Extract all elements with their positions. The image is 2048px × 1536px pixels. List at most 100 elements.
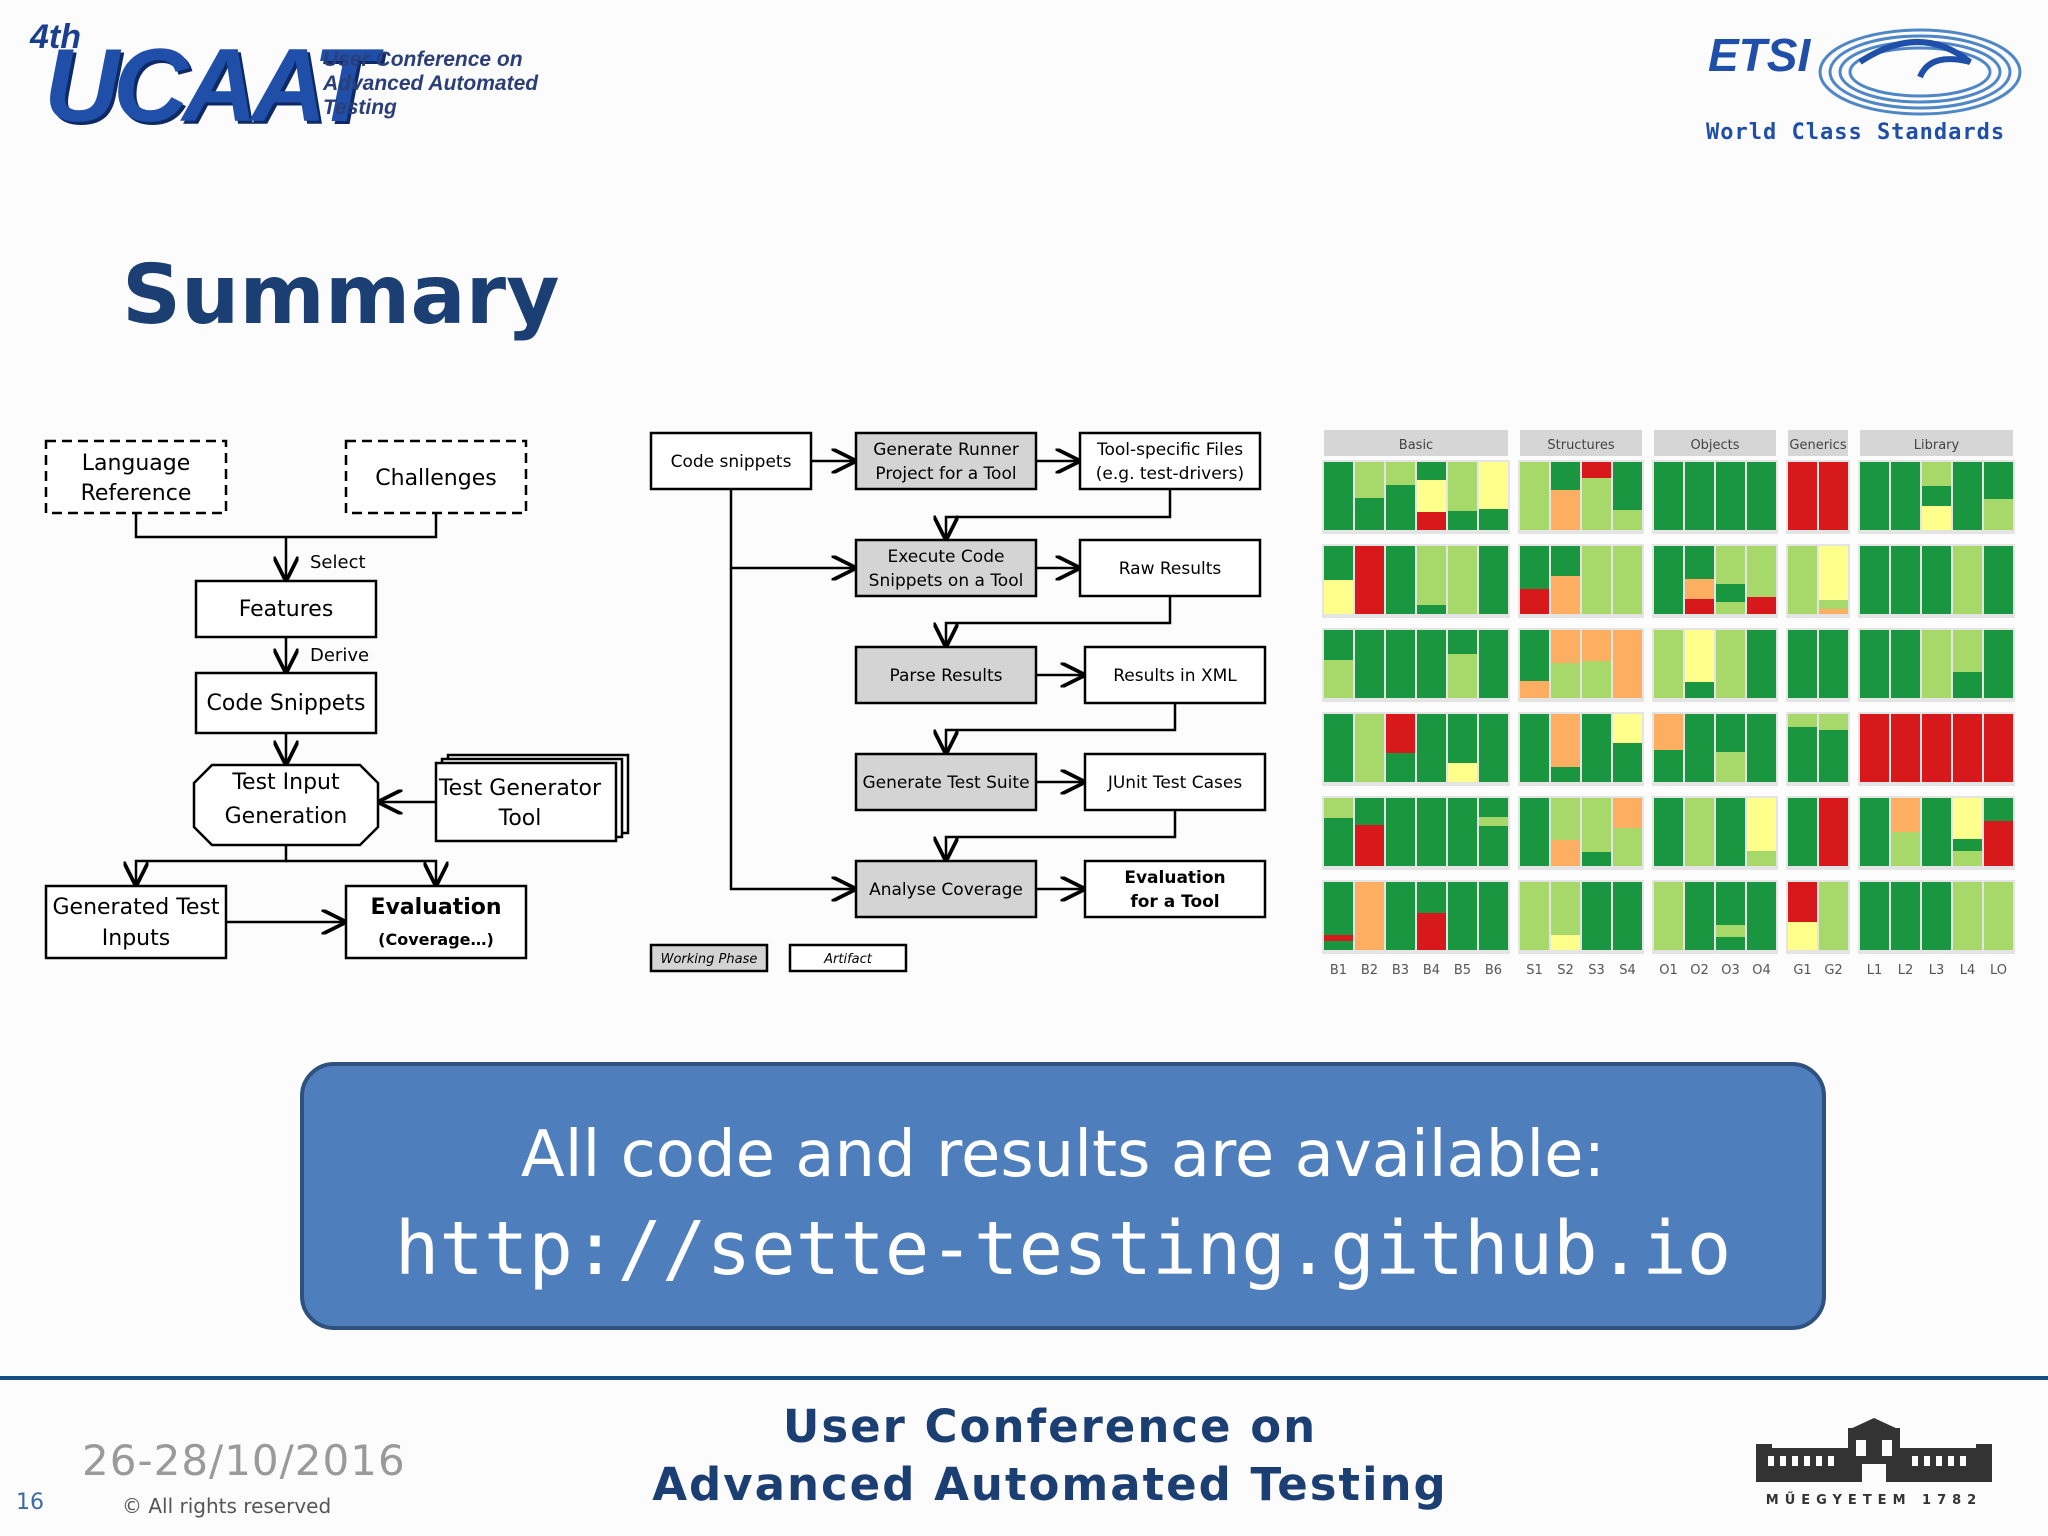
heatmap-cell bbox=[1747, 897, 1776, 950]
heatmap-cell bbox=[1819, 882, 1848, 901]
heatmap-cell bbox=[1551, 798, 1580, 840]
parse-results-phase bbox=[854, 645, 1038, 705]
heatmap-cell bbox=[1355, 462, 1384, 498]
test-input-generation-label-2: Generation bbox=[225, 804, 348, 829]
heatmap-cell bbox=[1355, 714, 1384, 782]
heatmap-cell bbox=[1788, 714, 1817, 727]
heatmap-cell bbox=[1520, 681, 1549, 698]
heatmap-cell bbox=[1448, 462, 1477, 511]
generate-runner-label-2: Project for a Tool bbox=[875, 464, 1016, 484]
heatmap-cell bbox=[1891, 832, 1920, 866]
heatmap-group-header bbox=[1520, 430, 1642, 456]
results-in-xml-label: Results in XML bbox=[1113, 666, 1237, 686]
heatmap-group-header bbox=[1788, 430, 1848, 456]
heatmap-cell bbox=[1922, 462, 1951, 486]
heatmap-row-bg bbox=[1322, 796, 1510, 870]
heatmap-cell bbox=[1716, 546, 1745, 584]
heatmap-cell bbox=[1582, 926, 1611, 950]
heatmap-row-bg bbox=[1322, 628, 1510, 702]
heatmap-cell bbox=[1860, 630, 1889, 698]
heatmap-cell bbox=[1448, 882, 1477, 950]
heatmap-column-label: S1 bbox=[1526, 963, 1543, 978]
heatmap-group-label: Basic bbox=[1399, 438, 1433, 453]
footer-conference-line2: Advanced Automated Testing bbox=[652, 1458, 1448, 1511]
university-building-logo: MŰEGYETEM 1782 bbox=[1756, 1418, 1992, 1508]
heatmap-group-label: Structures bbox=[1547, 438, 1614, 453]
heatmap-cell bbox=[1448, 666, 1477, 698]
heatmap-cell bbox=[1520, 462, 1549, 530]
heatmap-cell bbox=[1324, 818, 1353, 841]
heatmap-cell bbox=[1654, 630, 1683, 698]
heatmap-cell bbox=[1613, 510, 1642, 530]
heatmap-cell bbox=[1386, 882, 1415, 950]
heatmap-cell bbox=[1685, 476, 1714, 495]
heatmap-cell bbox=[1922, 898, 1951, 917]
execute-code-label-1: Execute Code bbox=[888, 547, 1005, 567]
heatmap-cell bbox=[1788, 462, 1817, 488]
heatmap-column-label: B3 bbox=[1392, 963, 1409, 978]
heatmap-cell bbox=[1716, 764, 1745, 782]
heatmap-column-label: S4 bbox=[1619, 963, 1636, 978]
ucaat-sub-line2: Advanced Automated Testing bbox=[323, 72, 539, 119]
heatmap-group-header bbox=[1860, 430, 2013, 456]
legend-artifact-label: Artifact bbox=[823, 952, 873, 967]
heatmap-cell bbox=[1685, 882, 1714, 934]
heatmap-cell bbox=[1654, 882, 1683, 950]
heatmap-cell bbox=[1551, 576, 1580, 614]
heatmap-cell bbox=[1922, 798, 1951, 866]
heatmap-cell bbox=[1520, 714, 1549, 782]
banner-url[interactable]: http://sette-testing.github.io bbox=[394, 1206, 1732, 1292]
heatmap-cell bbox=[1953, 767, 1982, 782]
heatmap-cell bbox=[1716, 925, 1745, 937]
etsi-tagline: World Class Standards bbox=[1706, 120, 2006, 145]
heatmap-cell bbox=[1747, 798, 1776, 851]
heatmap-cell bbox=[1654, 462, 1683, 485]
heatmap-cell bbox=[1953, 882, 1982, 950]
challenges-node bbox=[344, 439, 528, 515]
heatmap-cell bbox=[1613, 630, 1642, 698]
heatmap-column-label: B2 bbox=[1361, 963, 1378, 978]
heatmap-cell bbox=[1891, 462, 1920, 530]
heatmap-cell bbox=[1551, 490, 1580, 530]
heatmap-cell bbox=[1479, 546, 1508, 561]
code-snippets-label: Code Snippets bbox=[207, 691, 366, 716]
features-node bbox=[194, 579, 378, 639]
heatmap-cell bbox=[1417, 882, 1446, 913]
heatmap-cell bbox=[1953, 462, 1982, 488]
heatmap-cell bbox=[1324, 462, 1353, 498]
heatmap-cell bbox=[1582, 852, 1611, 866]
heatmap-row-bg bbox=[1322, 880, 1510, 954]
heatmap-cell bbox=[1582, 882, 1611, 902]
heatmap-cell bbox=[1984, 714, 2013, 782]
heatmap-column-label: B5 bbox=[1454, 963, 1471, 978]
challenges-label: Challenges bbox=[375, 466, 496, 491]
heatmap-cell bbox=[1953, 839, 1982, 851]
heatmap-cell bbox=[1613, 828, 1642, 866]
heatmap-cell bbox=[1386, 546, 1415, 586]
heatmap-column-label: B6 bbox=[1485, 963, 1502, 978]
heatmap-cell bbox=[1953, 714, 1982, 760]
heatmap-cell bbox=[1654, 714, 1683, 750]
heatmap-cell bbox=[1685, 714, 1714, 782]
heatmap-column-label: G1 bbox=[1793, 963, 1811, 978]
heatmap-cell bbox=[1819, 714, 1848, 730]
heatmap-cell bbox=[1479, 561, 1508, 614]
heatmap-column-label: S2 bbox=[1557, 963, 1574, 978]
heatmap-cell bbox=[1953, 546, 1982, 614]
heatmap-cell bbox=[1355, 882, 1384, 950]
heatmap-cell bbox=[1747, 597, 1776, 614]
heatmap-cell bbox=[1417, 594, 1446, 605]
heatmap-cell bbox=[1324, 546, 1353, 580]
heatmap-cell bbox=[1324, 660, 1353, 698]
heatmap-cell bbox=[1355, 798, 1384, 825]
heatmap-cell bbox=[1860, 546, 1889, 614]
heatmap-cell bbox=[1479, 798, 1508, 817]
heatmap-cell bbox=[1819, 546, 1848, 600]
heatmap-cell bbox=[1922, 652, 1951, 698]
heatmap-cell bbox=[1582, 630, 1611, 661]
heatmap-column-label: B4 bbox=[1423, 963, 1440, 978]
tool-specific-files-label-2: (e.g. test-drivers) bbox=[1096, 464, 1244, 484]
heatmap-group-label: Objects bbox=[1690, 438, 1739, 453]
heatmap-cell bbox=[1551, 882, 1580, 935]
heatmap-cell bbox=[1891, 925, 1920, 950]
